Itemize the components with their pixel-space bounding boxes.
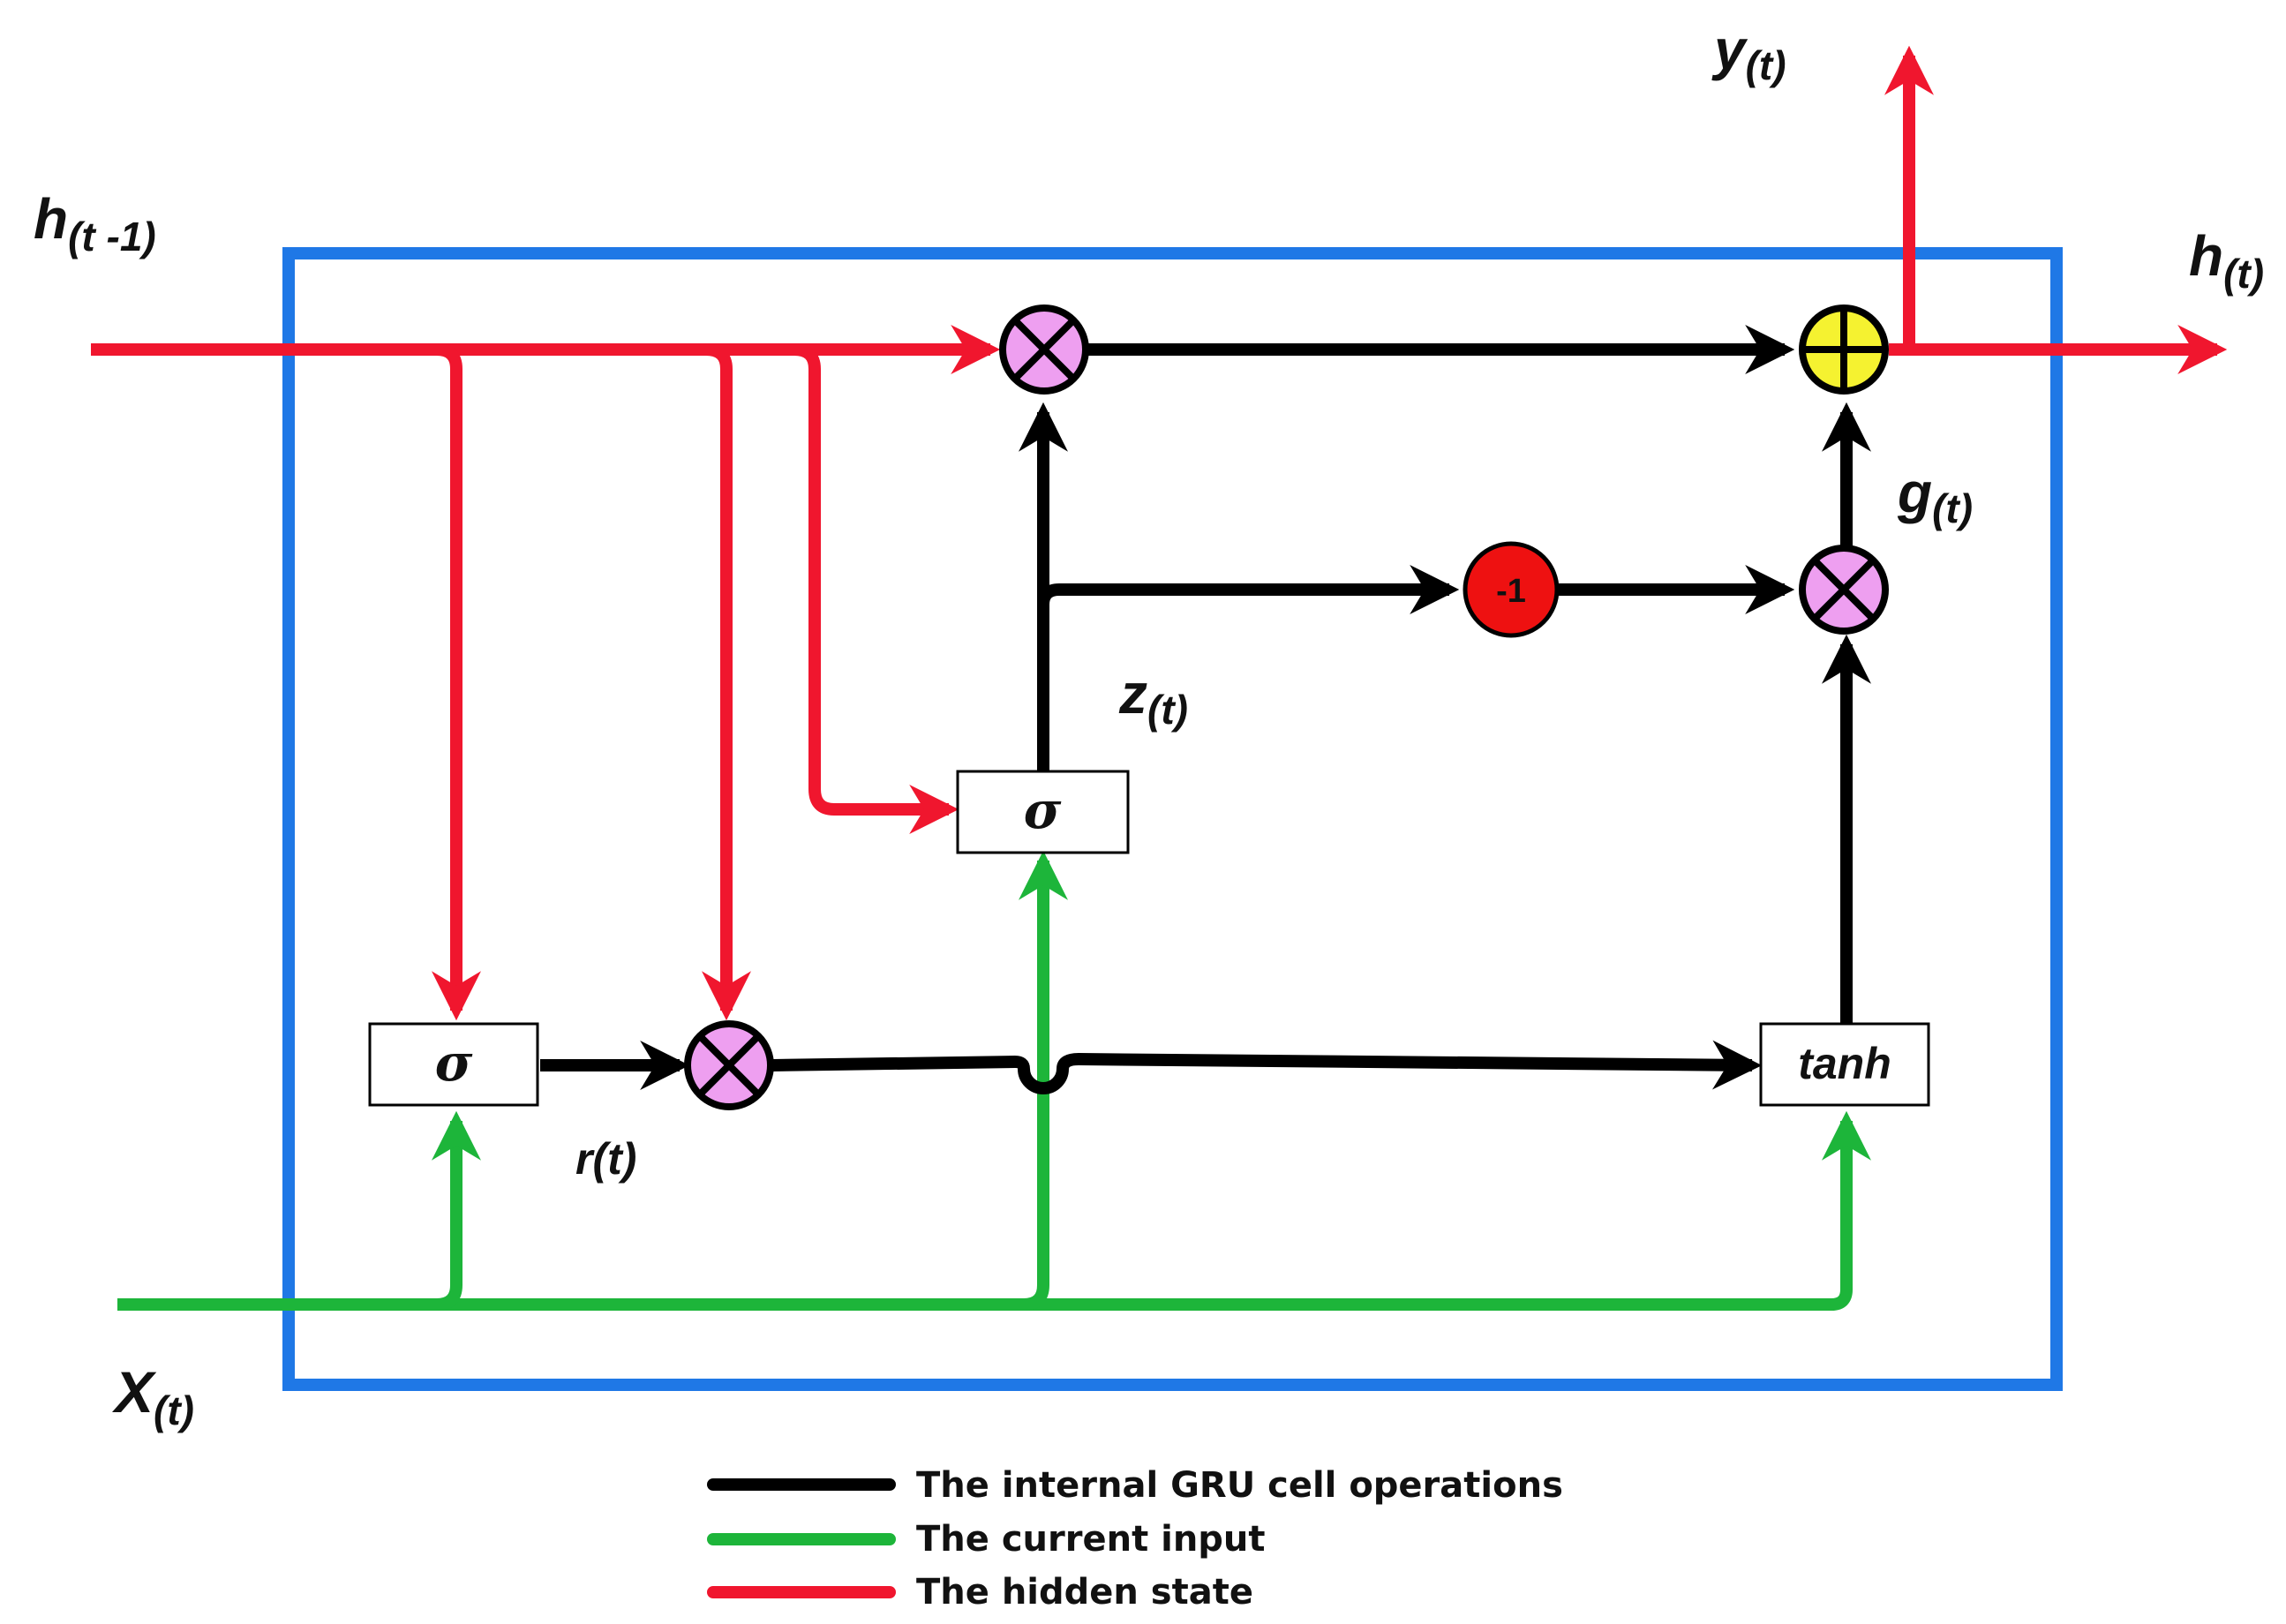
reset-multiply-node [684, 1020, 774, 1110]
multiply-icon [697, 1034, 761, 1097]
legend-label-hidden: The hidden state [916, 1572, 1253, 1613]
add-icon [1802, 308, 1885, 391]
multiply-icon [1012, 318, 1076, 381]
legend-label-input: The current input [916, 1519, 1266, 1560]
internal-lines [540, 325, 1871, 1094]
legend-label-internal: The internal GRU cell operations [916, 1465, 1563, 1506]
negation-label: -1 [1496, 573, 1526, 610]
reset-gate-sigma: σ [435, 1033, 473, 1093]
reset-product-to-tanh [771, 1040, 1763, 1094]
add-node [1799, 304, 1889, 395]
hidden-to-reset-multiply [702, 343, 751, 1021]
top-multiply-node [999, 304, 1089, 395]
hidden-state-lines [91, 45, 2228, 1021]
legend: The internal GRU cell operations The cur… [707, 1465, 1563, 1613]
label-g-t: g(t) [1897, 461, 1973, 531]
reset-gate: σ [368, 1022, 539, 1107]
update-gate: σ [956, 770, 1130, 854]
label-h-prev: h(t -1) [34, 187, 156, 259]
tanh-gate: tanh [1759, 1022, 1930, 1107]
input-to-update-gate [1019, 850, 1068, 1311]
legend-item-internal: The internal GRU cell operations [707, 1465, 1563, 1506]
tanh-gate-label: tanh [1798, 1039, 1891, 1088]
multiply-icon [1812, 558, 1876, 621]
label-z-t: z(t) [1118, 662, 1188, 733]
legend-item-hidden: The hidden state [707, 1572, 1253, 1613]
label-r-t: r(t) [575, 1134, 636, 1184]
update-gate-sigma: σ [1024, 780, 1062, 840]
input-main-line [117, 1110, 1871, 1311]
negation-node: -1 [1463, 541, 1560, 638]
reset-gate-box [368, 1022, 539, 1107]
tanh-gate-box [1759, 1022, 1930, 1107]
input-lines [117, 850, 1871, 1311]
hidden-to-reset-gate [432, 343, 481, 1021]
label-h-t: h(t) [2189, 224, 2264, 297]
hidden-to-update-gate [793, 343, 959, 834]
gru-cell-boundary [282, 247, 2063, 1391]
label-x-t: X(t) [111, 1359, 194, 1433]
input-to-reset-gate [432, 1110, 481, 1311]
update-gate-box [956, 770, 1130, 854]
label-y-t: y(t) [1711, 18, 1786, 88]
candidate-multiply-node [1799, 545, 1889, 635]
legend-item-input: The current input [707, 1519, 1266, 1560]
update-branch-to-neg [1037, 565, 1460, 614]
